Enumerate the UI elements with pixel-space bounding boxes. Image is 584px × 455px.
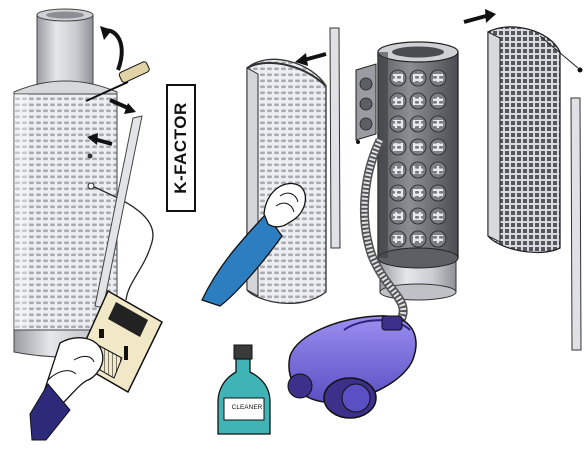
coil-fins <box>413 143 423 151</box>
coil-fins <box>393 166 403 174</box>
straight-arrow-icon <box>109 98 136 114</box>
coil-fins <box>433 166 443 174</box>
straight-arrow-icon <box>87 133 113 146</box>
coil-fins <box>433 235 443 243</box>
straight-arrow-icon <box>463 9 496 24</box>
coil-fins <box>393 189 403 197</box>
coil-fins <box>413 166 423 174</box>
coil-fins <box>413 189 423 197</box>
coil-fins <box>433 97 443 105</box>
screwdriver-icon <box>85 61 150 102</box>
coil-fins <box>393 235 403 243</box>
coil-fins <box>393 120 403 128</box>
metal-strip <box>570 97 582 351</box>
coil-fins <box>393 143 403 151</box>
k-factor-label-box: K-FACTOR <box>166 84 196 212</box>
metal-strip <box>329 27 341 249</box>
coil-fins <box>393 74 403 82</box>
coil-fins <box>433 74 443 82</box>
coil-fins <box>393 97 403 105</box>
coil-fins <box>413 120 423 128</box>
coil-fins <box>433 120 443 128</box>
cleaner-bottle <box>217 344 271 435</box>
coil-fins <box>413 235 423 243</box>
coil-fins <box>413 97 423 105</box>
hand-icon <box>29 337 104 441</box>
wiping-hand <box>201 182 307 307</box>
coil-fins <box>433 189 443 197</box>
coil-fins <box>413 74 423 82</box>
side-coil-panel <box>355 63 377 144</box>
assembled-heater <box>13 8 154 358</box>
coil-fins <box>433 143 443 151</box>
k-factor-label: K-FACTOR <box>171 102 190 194</box>
bottle-label: CLEANER <box>231 404 263 411</box>
straight-arrow-icon <box>295 52 327 66</box>
coil-rows <box>389 69 447 248</box>
coil-fins <box>393 212 403 220</box>
core-unit <box>377 41 459 301</box>
outer-sleeve <box>487 26 583 254</box>
coil-fins <box>433 212 443 220</box>
curved-arrow-head-icon <box>100 26 112 40</box>
coil-fins <box>413 212 423 220</box>
vacuum-hose <box>359 138 408 325</box>
vacuum-cleaner <box>287 315 417 419</box>
